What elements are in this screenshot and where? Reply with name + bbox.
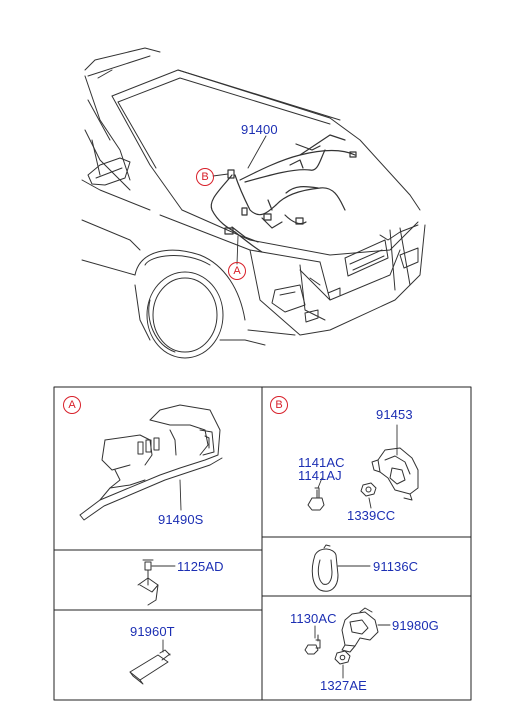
label-1327ae: 1327AE <box>320 678 367 693</box>
label-91980g: 91980G <box>392 618 439 633</box>
panel-b-circle: B <box>270 396 288 414</box>
protector-91490s-drawing <box>79 404 223 521</box>
overview-leaders <box>212 135 267 265</box>
cap-91960t-drawing <box>129 649 171 685</box>
nut-1339cc-drawing <box>360 482 377 497</box>
bracket-91453-drawing <box>371 447 419 501</box>
label-91490s: 91490S <box>158 512 204 527</box>
label-harness-91400: 91400 <box>241 122 278 137</box>
clip-91136c-drawing <box>311 544 339 592</box>
panel-frame <box>53 386 472 701</box>
label-91136c: 91136C <box>373 559 419 574</box>
label-1125ad: 1125AD <box>177 559 224 574</box>
vehicle-outline <box>81 47 426 359</box>
bolt-1130ac-drawing <box>304 634 321 655</box>
bracket-1125ad-drawing <box>137 559 159 606</box>
nut-1327ae-drawing <box>334 650 351 665</box>
label-1339cc: 1339CC <box>347 508 396 523</box>
bolt-1141ac-drawing <box>307 487 325 511</box>
label-1141ac: 1141AC <box>298 455 345 470</box>
leader-1141ac <box>317 477 323 489</box>
connector-91980g-drawing <box>341 607 379 653</box>
wiring-harness-91400 <box>210 134 357 253</box>
leader-1339cc <box>368 497 372 509</box>
callout-a-overview: A <box>228 262 246 280</box>
leader-91490s <box>179 479 182 511</box>
label-1130ac: 1130AC <box>290 611 337 626</box>
label-1141aj: 1141AJ <box>298 468 342 483</box>
label-91453: 91453 <box>376 407 413 422</box>
label-91960t: 91960T <box>130 624 175 639</box>
panel-a-circle: A <box>63 396 81 414</box>
callout-b-overview: B <box>196 168 214 186</box>
